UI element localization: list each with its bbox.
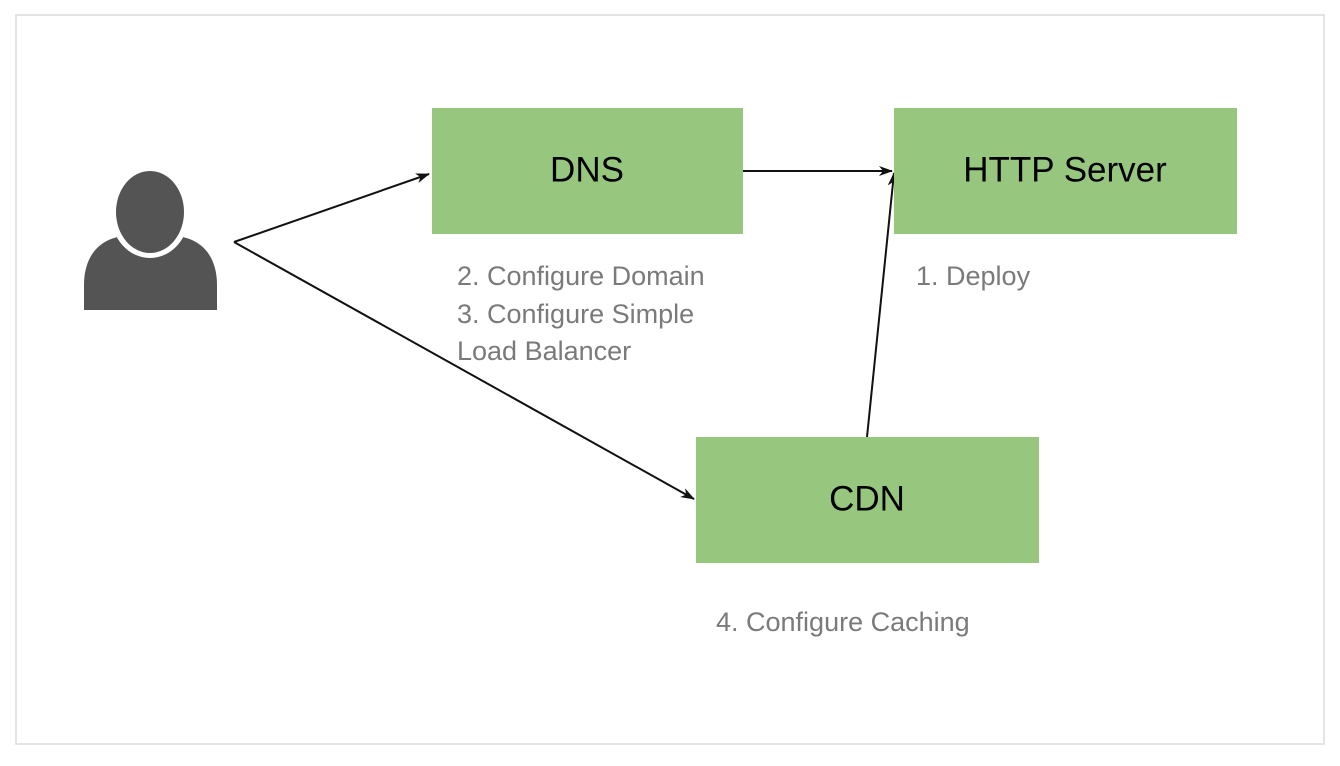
note-http-server-line: 1. Deploy [916, 261, 1031, 291]
node-cdn-label: CDN [829, 479, 905, 518]
note-dns: 2. Configure Domain 3. Configure Simple … [457, 261, 705, 366]
node-cdn: CDN [696, 437, 1039, 563]
edge-user-to-dns [233, 173, 430, 243]
note-cdn-line: 4. Configure Caching [716, 607, 970, 637]
note-dns-line: 3. Configure Simple [457, 299, 694, 329]
edge-cdn-to-http-server [866, 172, 898, 438]
edge-user-to-cdn [233, 241, 695, 500]
node-dns: DNS [432, 108, 743, 234]
note-http-server: 1. Deploy [916, 261, 1031, 291]
node-http-server: HTTP Server [894, 108, 1237, 234]
edges [233, 166, 898, 500]
note-dns-line: 2. Configure Domain [457, 261, 705, 291]
user-icon [84, 170, 217, 310]
node-dns-label: DNS [550, 150, 624, 189]
note-cdn: 4. Configure Caching [716, 607, 970, 637]
note-dns-line: Load Balancer [457, 336, 631, 366]
node-http-server-label: HTTP Server [963, 150, 1167, 189]
